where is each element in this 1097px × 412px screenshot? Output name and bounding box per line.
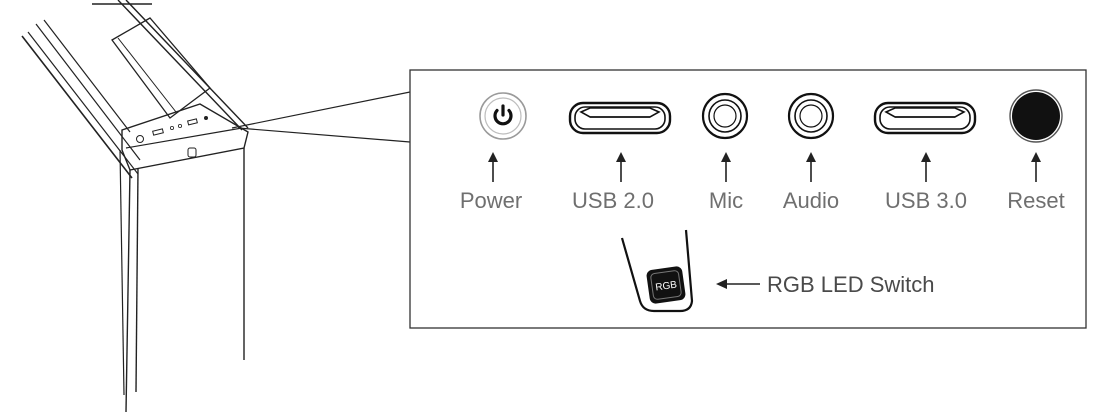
arrow-up-icon	[721, 152, 731, 182]
rgb-button-text: RGB	[655, 279, 678, 293]
usb-3-port-icon	[873, 101, 977, 135]
audio-jack-icon	[787, 92, 835, 140]
reset-label: Reset	[1007, 188, 1064, 213]
arrow-up-icons	[488, 152, 1041, 182]
arrow-up-icon	[488, 152, 498, 182]
power-button-icon	[479, 92, 527, 140]
mic-label: Mic	[709, 188, 743, 213]
front-io-callout-panel	[409, 69, 1087, 329]
arrow-left-icon	[716, 279, 760, 289]
usb-3-label: USB 3.0	[885, 188, 967, 213]
rgb-led-switch-label: RGB LED Switch	[767, 272, 935, 297]
reset-button-icon	[1009, 89, 1063, 143]
power-label: Power	[460, 188, 522, 213]
arrow-up-icon	[921, 152, 931, 182]
usb-2-port-icon	[568, 101, 672, 135]
arrow-up-icon	[616, 152, 626, 182]
arrow-up-icon	[1031, 152, 1041, 182]
arrow-up-icon	[806, 152, 816, 182]
pc-case-illustration	[21, 0, 249, 412]
mic-jack-icon	[701, 92, 749, 140]
usb-2-label: USB 2.0	[572, 188, 654, 213]
rgb-switch-icon: RGB	[620, 229, 694, 313]
audio-label: Audio	[783, 188, 839, 213]
callout-line-top	[231, 91, 411, 129]
callout-line-bottom	[237, 127, 411, 143]
